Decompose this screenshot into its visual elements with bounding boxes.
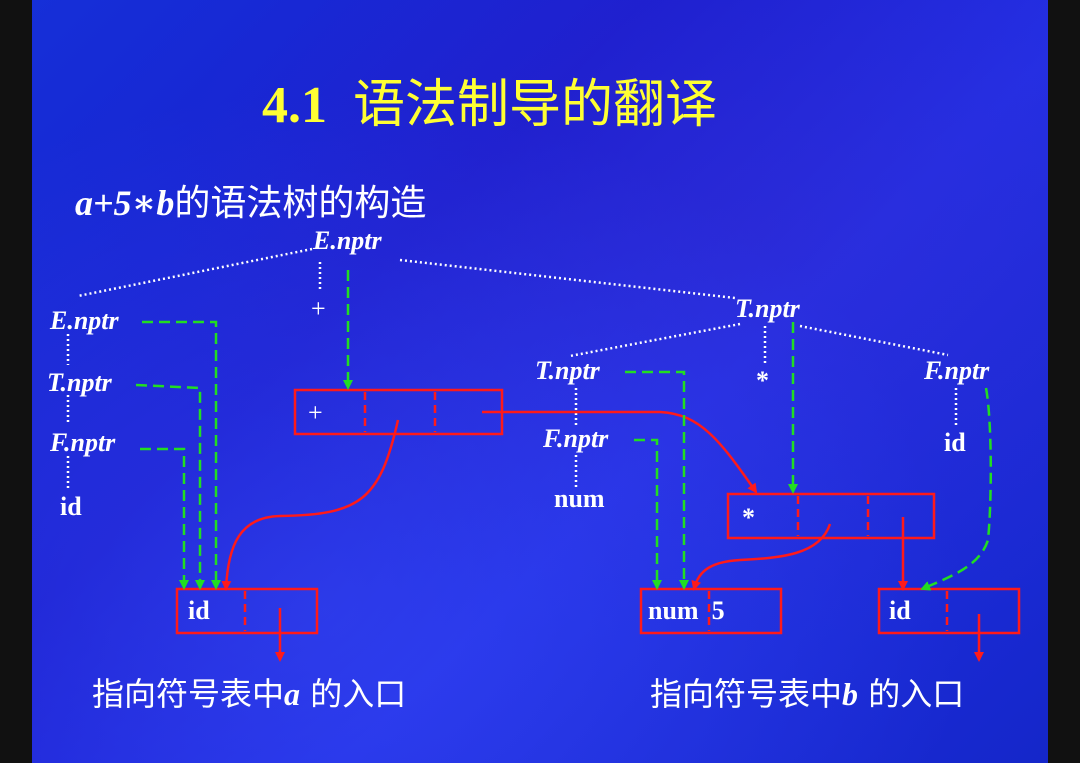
left-e-nptr-label: E.nptr (50, 306, 119, 335)
right-star-label: * (756, 366, 769, 395)
right-t-nptr-label: T.nptr (735, 294, 800, 323)
id-a-node-label: id (188, 596, 210, 625)
mid-t-nptr-label: T.nptr (535, 356, 600, 385)
left-f-nptr-pointer (140, 447, 189, 590)
plus-right-pointer (482, 410, 758, 494)
slide-title: 4.1 语法制导的翻译 (262, 62, 717, 137)
mid-f-nptr-pointer (634, 438, 662, 590)
syntax-pointers (221, 410, 984, 662)
right-f-nptr-pointer (920, 387, 993, 591)
caption-b-var: b (842, 676, 859, 712)
right-id-label: id (944, 428, 966, 457)
num-node-label: num 5 (648, 596, 725, 625)
id-b-node-label: id (889, 596, 911, 625)
plus-node-label: + (308, 398, 323, 427)
id-a-node-box (175, 587, 319, 635)
num-node-box (639, 587, 783, 635)
plus-left-pointer (221, 419, 400, 591)
subtitle-text: 的语法树的构造 (174, 183, 427, 224)
caption-symtab-a: 指向符号表中a 的入口 (92, 669, 406, 715)
caption-a-prefix: 指向符号表中 (92, 675, 285, 713)
mid-num-label: num (554, 484, 605, 513)
edge-t-f (799, 324, 949, 357)
caption-b-prefix: 指向符号表中 (650, 675, 843, 713)
edge-root-left (77, 247, 313, 298)
plus-node-box (293, 388, 504, 436)
edge-t-t (569, 322, 741, 358)
left-t-nptr-pointer (135, 383, 205, 590)
left-e-nptr-pointer (142, 320, 221, 590)
caption-symtab-b: 指向符号表中b 的入口 (650, 669, 964, 715)
edge-root-right (399, 258, 736, 300)
subtitle-expression: a+5∗b (75, 183, 175, 223)
left-border (0, 0, 32, 763)
star-left-pointer (691, 523, 832, 591)
slide-subtitle: a+5∗b的语法树的构造 (75, 174, 426, 226)
caption-b-suffix: 的入口 (858, 675, 965, 713)
parse-tree-edges (66, 247, 958, 490)
left-id-label: id (60, 492, 82, 521)
star-node-label: * (742, 503, 755, 532)
right-f-nptr-label: F.nptr (924, 356, 990, 385)
title-number: 4.1 (262, 77, 327, 134)
root-plus-label: + (311, 294, 326, 323)
caption-a-suffix: 的入口 (300, 675, 407, 713)
title-text: 语法制导的翻译 (353, 75, 718, 135)
star-node-box (726, 492, 936, 540)
mid-f-nptr-label: F.nptr (543, 424, 609, 453)
root-e-nptr-label: E.nptr (313, 226, 382, 255)
left-f-nptr-label: F.nptr (50, 428, 116, 457)
right-border (1048, 0, 1080, 763)
mid-t-nptr-pointer (625, 370, 689, 590)
attribute-pointers (135, 270, 993, 591)
caption-a-var: a (284, 676, 301, 712)
left-t-nptr-label: T.nptr (47, 368, 112, 397)
id-b-node-box (877, 587, 1021, 635)
